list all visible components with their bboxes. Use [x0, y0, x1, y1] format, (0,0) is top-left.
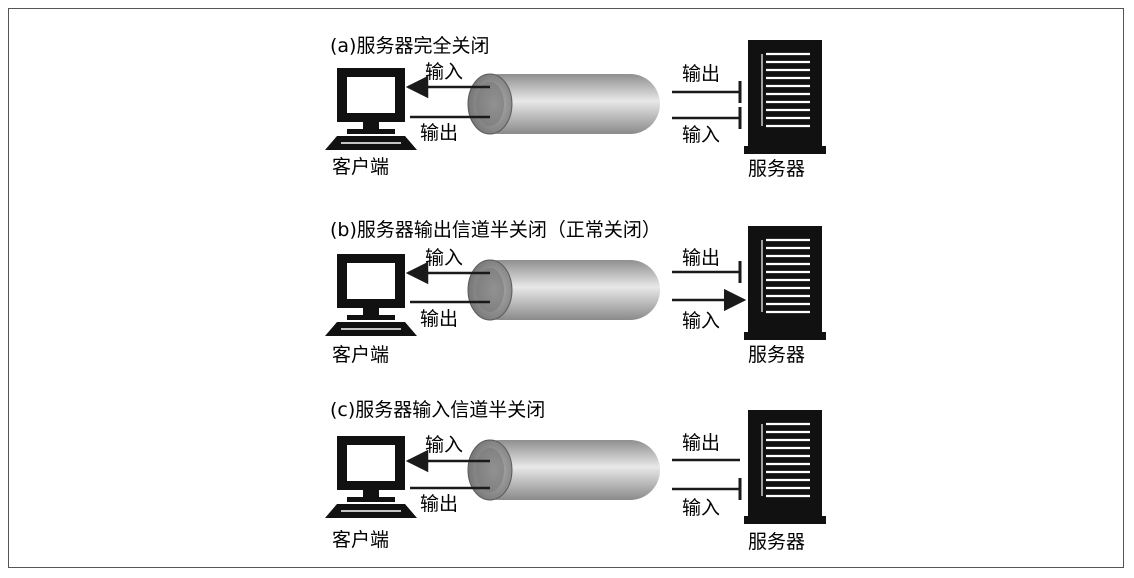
server-output-label: 输出: [682, 247, 720, 269]
server-icon: [742, 408, 828, 526]
client-output-label: 输出: [420, 493, 458, 515]
client-input-label: 输入: [425, 61, 463, 83]
figure-frame: [8, 8, 1124, 568]
connection-tube-icon: [467, 259, 661, 321]
panel-title: (c)服务器输入信道半关闭: [330, 399, 545, 421]
client-input-label: 输入: [425, 434, 463, 456]
client-output-label: 输出: [420, 122, 458, 144]
client-label: 客户端: [332, 156, 389, 178]
panel-c: (c)服务器输入信道半关闭 客户端 输入 输出 输出 输入 服务器: [324, 399, 828, 553]
panel-title: (a)服务器完全关闭: [330, 35, 489, 57]
client-output-label: 输出: [420, 308, 458, 330]
server-output-label: 输出: [682, 432, 720, 454]
panel-title: (b)服务器输出信道半关闭（正常关闭）: [330, 219, 661, 241]
client-computer-icon: [324, 253, 418, 337]
connection-tube-icon: [467, 439, 661, 501]
client-computer-icon: [324, 435, 418, 519]
panel-a: (a)服务器完全关闭 客户端 输入 输出 输出 输入 服务器: [324, 35, 828, 180]
client-label: 客户端: [332, 344, 389, 366]
server-label: 服务器: [748, 344, 805, 366]
server-input-label: 输入: [682, 497, 720, 519]
server-icon: [742, 38, 828, 156]
server-icon: [742, 224, 828, 342]
server-input-label: 输入: [682, 310, 720, 332]
client-input-label: 输入: [425, 247, 463, 269]
server-label: 服务器: [748, 158, 805, 180]
client-label: 客户端: [332, 529, 389, 551]
client-computer-icon: [324, 67, 418, 151]
connection-tube-icon: [467, 73, 661, 135]
panel-b: (b)服务器输出信道半关闭（正常关闭） 客户端 输入 输出 输出 输入 服务器: [324, 219, 828, 366]
server-input-label: 输入: [682, 124, 720, 146]
server-label: 服务器: [748, 531, 805, 553]
server-output-label: 输出: [682, 63, 720, 85]
